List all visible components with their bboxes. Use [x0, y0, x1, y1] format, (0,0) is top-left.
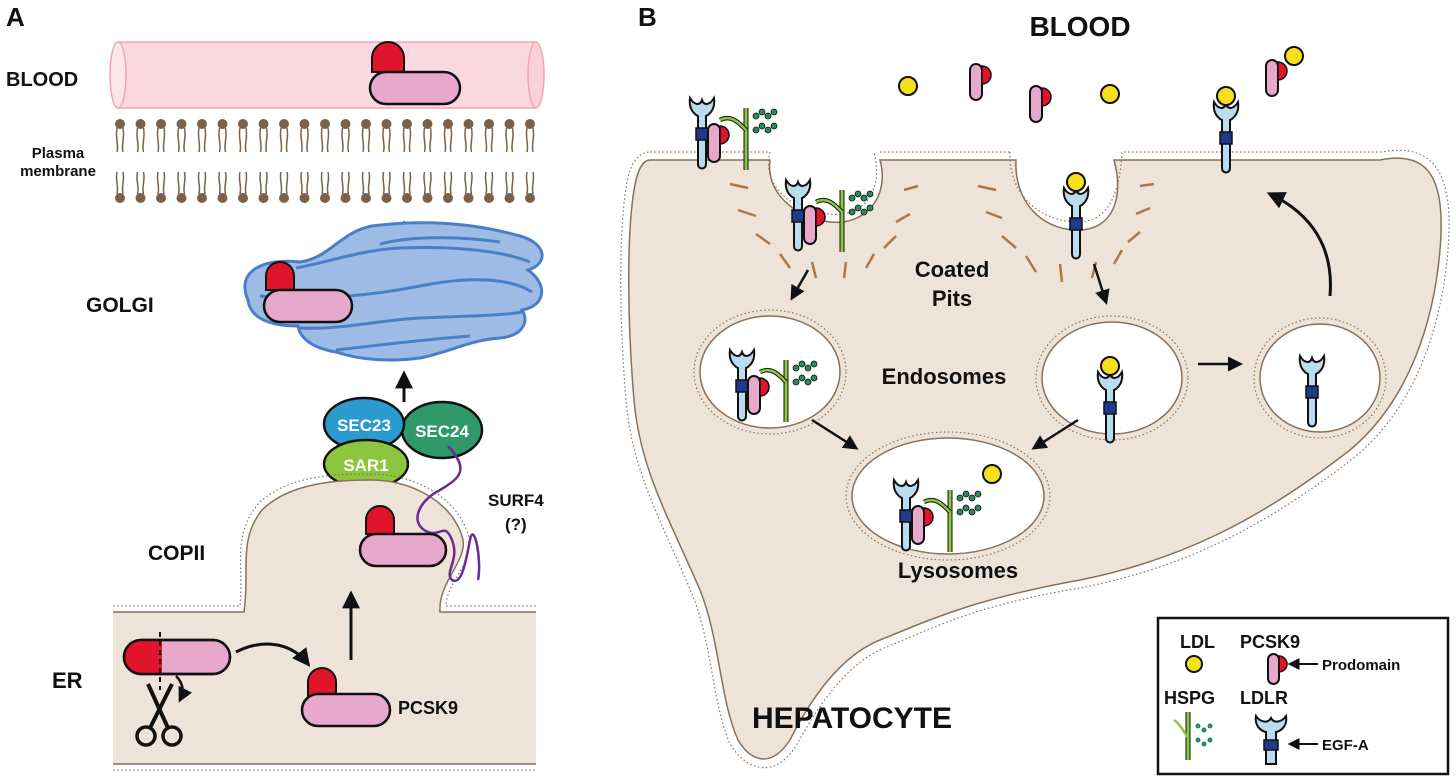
hspg — [814, 190, 874, 252]
sec23-label: SEC23 — [337, 416, 391, 435]
plasma-membrane — [115, 119, 535, 203]
legend-pcsk9-icon — [1267, 653, 1288, 685]
ldlr-receptor — [1298, 352, 1326, 428]
hspg — [758, 360, 818, 422]
pcsk9-bound — [803, 205, 826, 245]
blood-label-b: BLOOD — [1029, 11, 1130, 42]
ldlr-receptor — [1062, 172, 1090, 260]
arrow-recycle-to-surface — [1266, 192, 1332, 297]
copii-label: COPII — [148, 542, 205, 565]
arrow-autocleavage — [235, 642, 311, 667]
ldl-particle — [1066, 172, 1086, 192]
legend-egf-label: EGF-A — [1322, 737, 1369, 754]
pcsk9-bound — [747, 375, 770, 415]
legend-hspg-label: HSPG — [1164, 688, 1215, 708]
endosome-right — [1253, 317, 1387, 439]
legend-hspg-icon — [1173, 712, 1213, 760]
blood-label-a: BLOOD — [6, 69, 78, 91]
hspg — [922, 490, 982, 552]
pcsk9-label-a: PCSK9 — [398, 698, 458, 718]
hepatocyte-cell — [620, 149, 1450, 769]
er-label: ER — [52, 668, 83, 693]
pcsk9-bound — [707, 123, 730, 163]
golgi-apparatus — [243, 221, 544, 362]
ldl-particle — [1100, 356, 1120, 376]
ldl-particle — [982, 464, 1002, 484]
legend-ldl-icon — [1185, 655, 1203, 673]
blood-vessel — [109, 41, 545, 109]
endosomes-label: Endosomes — [882, 364, 1007, 389]
coated-pits-label-1: Coated — [915, 257, 990, 282]
sar1-label: SAR1 — [343, 456, 388, 475]
pcsk9-free — [969, 63, 992, 101]
pcsk9-in-copii — [358, 505, 448, 568]
arrow-endosome-to-lysosome-right — [1031, 418, 1079, 450]
pcsk9-in-er — [300, 667, 392, 728]
ldlr-receptor — [1096, 356, 1124, 444]
surf4-note: (?) — [505, 515, 527, 534]
pcsk9-in-blood — [368, 41, 462, 106]
lysosomes-label: Lysosomes — [898, 558, 1018, 583]
arrow-pit-to-endosome-left — [790, 269, 810, 301]
golgi-label: GOLGI — [86, 294, 154, 317]
clathrin-coat-left — [729, 182, 919, 279]
plasma-membrane-label-1: Plasma — [32, 145, 85, 162]
ldlr-receptor — [784, 176, 812, 252]
legend-ldlr-label: LDLR — [1240, 688, 1288, 708]
hspg — [718, 108, 778, 170]
legend-ldl-label: LDL — [1180, 632, 1215, 652]
plasma-membrane-label-2: membrane — [20, 163, 96, 180]
panel-b-letter: B — [638, 2, 657, 32]
pcsk9-bound — [911, 505, 934, 545]
panel-a-letter: A — [6, 2, 25, 32]
arrow-endosome-to-lysosome-left — [811, 418, 859, 450]
legend-prodomain-label: Prodomain — [1322, 657, 1400, 674]
hepatocyte-label: HEPATOCYTE — [752, 702, 952, 735]
scissors-icon — [135, 683, 183, 747]
pro-pcsk9-in-er — [122, 632, 232, 690]
sec24-label: SEC24 — [415, 422, 469, 441]
ldl-particle — [898, 76, 918, 96]
arrow-cleavage — [175, 675, 193, 703]
ldl-particle — [1100, 84, 1120, 104]
ldlr-receptor — [728, 346, 756, 422]
surf4-label: SURF4 — [488, 491, 544, 510]
legend-ldlr-icon — [1254, 713, 1288, 765]
pcsk9-free — [1029, 85, 1052, 123]
legend-box — [1156, 616, 1450, 776]
clathrin-coat-right — [977, 182, 1155, 283]
receptor-layer — [688, 86, 1326, 552]
legend-pcsk9-label: PCSK9 — [1240, 632, 1300, 652]
pcsk9-in-golgi — [262, 261, 354, 324]
pcsk9-free — [1265, 46, 1304, 97]
surf4-protein — [416, 445, 481, 583]
ldlr-receptor — [1212, 86, 1240, 174]
coated-pits-label-2: Pits — [932, 286, 972, 311]
arrow-pit-to-endosome-middle — [1092, 263, 1110, 305]
ldl-particle — [1216, 86, 1236, 106]
